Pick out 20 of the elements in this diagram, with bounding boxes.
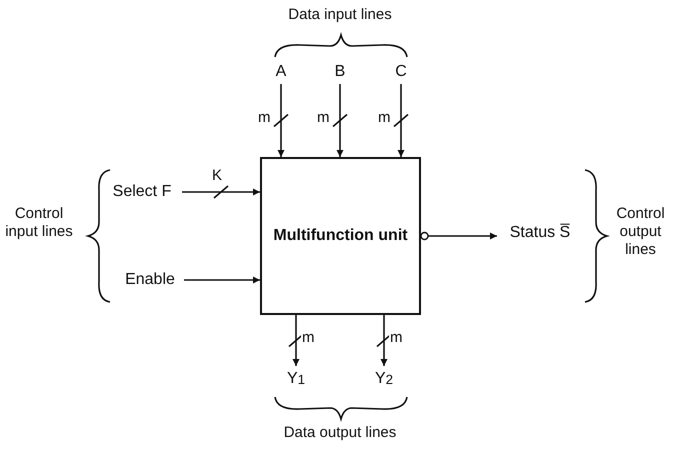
group-label: Control input lines: [4, 205, 74, 241]
arrow: [182, 188, 260, 196]
signal-label: C: [391, 60, 411, 84]
arrow: [398, 84, 404, 157]
signal-label: A: [271, 60, 291, 84]
arrow: [278, 84, 284, 157]
group-label: Data input lines: [287, 6, 393, 24]
group-label: Control output lines: [615, 205, 666, 259]
signal-label: B: [330, 60, 350, 84]
unit-label: Multifunction unit: [272, 226, 409, 246]
group-label: Data output lines: [282, 424, 398, 442]
arrow: [428, 232, 497, 240]
signal-label: Status S̅: [497, 220, 583, 246]
arrow: [184, 276, 260, 284]
arrow: [336, 84, 344, 157]
arrow: [380, 315, 388, 366]
signal-label: Enable: [116, 268, 184, 292]
function-unit-box: [260, 157, 421, 315]
signal-label: Select F: [102, 180, 182, 204]
arrow: [292, 315, 300, 366]
